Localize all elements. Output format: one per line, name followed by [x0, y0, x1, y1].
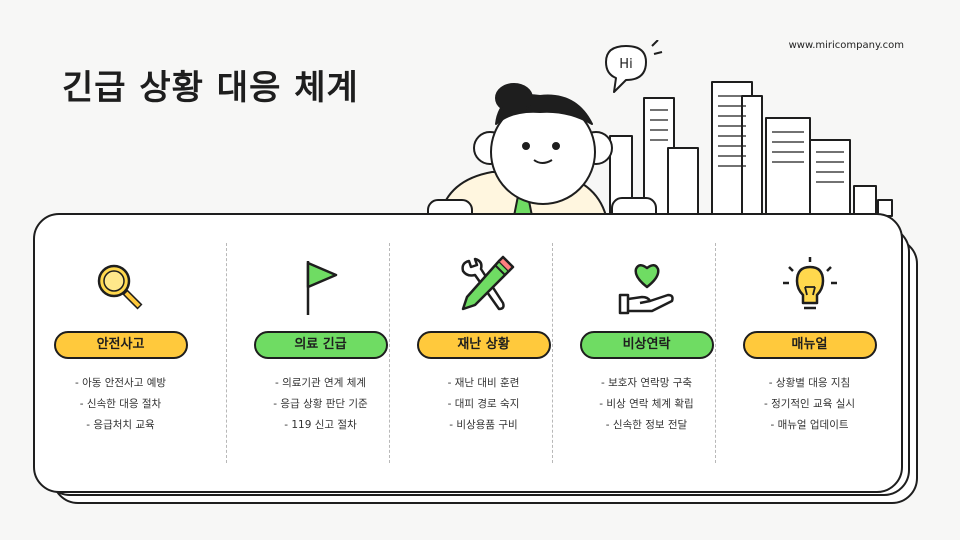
list-item: - 의료기관 연계 체계 [274, 377, 367, 389]
tools-icon [449, 253, 519, 323]
list-item: - 재난 대비 훈련 [447, 377, 520, 389]
list-item: - 응급처치 교육 [86, 419, 155, 431]
character-city-illustration: Hi [427, 40, 893, 227]
flag-icon [286, 253, 356, 323]
list-item: - 신속한 정보 전달 [605, 419, 688, 431]
list-item: - 아동 안전사고 예방 [74, 377, 167, 389]
column-divider [389, 243, 390, 463]
bullet-list: - 재난 대비 훈련 - 대피 경로 숙지 - 비상용품 구비 [402, 373, 565, 436]
lightbulb-icon [775, 253, 845, 323]
column-manual: 매뉴얼 - 상황별 대응 지침 - 정기적인 교육 실시 - 매뉴얼 업데이트 [728, 215, 891, 491]
label-disaster: 재난 상황 [416, 331, 551, 359]
list-item: - 신속한 대응 절차 [79, 398, 162, 410]
list-item: - 대피 경로 숙지 [447, 398, 520, 410]
page-title: 긴급 상황 대응 체계 [62, 68, 359, 108]
bullet-list: - 보호자 연락망 구축 - 비상 연락 체계 확립 - 신속한 정보 전달 [565, 373, 728, 436]
column-medical-emergency: 의료 긴급 - 의료기관 연계 체계 - 응급 상황 판단 기준 - 119 신… [239, 215, 402, 491]
list-item: - 비상용품 구비 [449, 419, 518, 431]
list-item: - 매뉴얼 업데이트 [770, 419, 849, 431]
label-emergency-contact: 비상연락 [579, 331, 714, 359]
heart-hand-icon [612, 253, 682, 323]
label-manual: 매뉴얼 [742, 331, 877, 359]
website-url: www.miricompany.com [788, 40, 904, 51]
list-item: - 비상 연락 체계 확립 [599, 398, 694, 410]
response-system-card: 안전사고 - 아동 안전사고 예방 - 신속한 대응 절차 - 응급처치 교육 … [33, 213, 903, 493]
bullet-list: - 상황별 대응 지침 - 정기적인 교육 실시 - 매뉴얼 업데이트 [728, 373, 891, 436]
speech-bubble-text: Hi [619, 57, 632, 72]
bullet-list: - 의료기관 연계 체계 - 응급 상황 판단 기준 - 119 신고 절차 [239, 373, 402, 436]
list-item: - 상황별 대응 지침 [768, 377, 851, 389]
column-divider [226, 243, 227, 463]
column-divider [552, 243, 553, 463]
column-disaster: 재난 상황 - 재난 대비 훈련 - 대피 경로 숙지 - 비상용품 구비 [402, 215, 565, 491]
label-medical-emergency: 의료 긴급 [253, 331, 388, 359]
list-item: - 보호자 연락망 구축 [600, 377, 693, 389]
bullet-list: - 아동 안전사고 예방 - 신속한 대응 절차 - 응급처치 교육 [39, 373, 202, 436]
list-item: - 119 신고 절차 [284, 419, 357, 431]
label-safety-accident: 안전사고 [53, 331, 188, 359]
column-divider [715, 243, 716, 463]
column-emergency-contact: 비상연락 - 보호자 연락망 구축 - 비상 연락 체계 확립 - 신속한 정보… [565, 215, 728, 491]
list-item: - 정기적인 교육 실시 [763, 398, 856, 410]
list-item: - 응급 상황 판단 기준 [273, 398, 368, 410]
column-safety-accident: 안전사고 - 아동 안전사고 예방 - 신속한 대응 절차 - 응급처치 교육 [39, 215, 202, 491]
magnifier-icon [86, 253, 156, 323]
